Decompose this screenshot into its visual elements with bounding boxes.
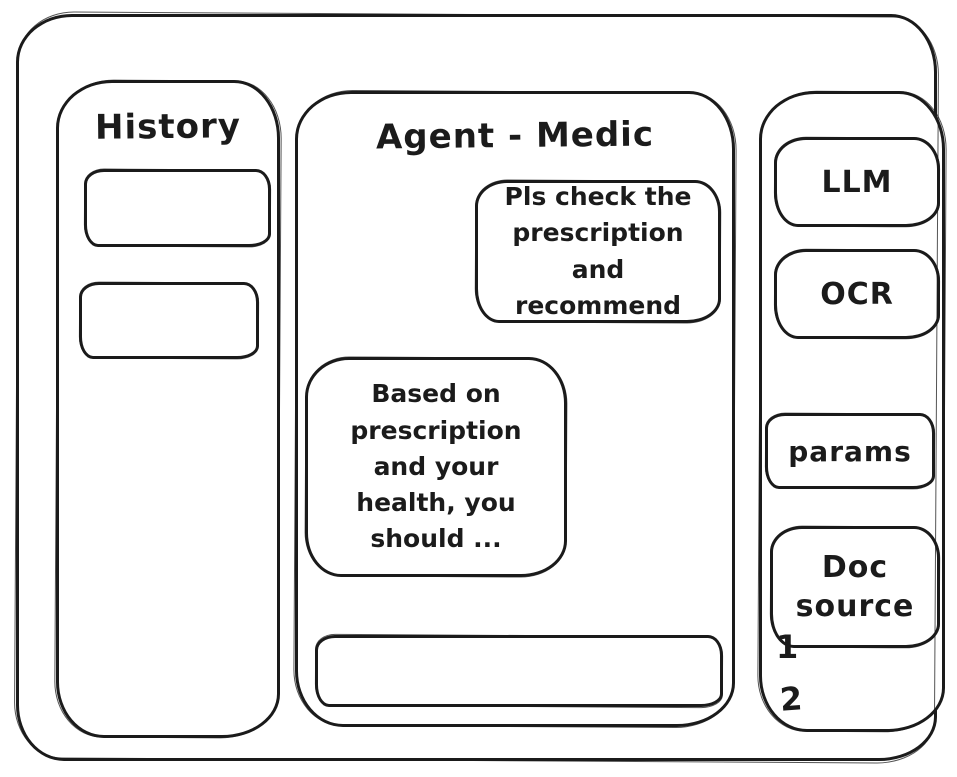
tools-panel: LLM OCR params Doc source 1 2 bbox=[759, 91, 945, 732]
history-item[interactable] bbox=[84, 169, 271, 247]
assistant-message-bubble: Based on prescription and your health, y… bbox=[305, 357, 567, 577]
llm-button[interactable]: LLM bbox=[774, 137, 940, 227]
history-item[interactable] bbox=[79, 282, 259, 359]
doc-source-item-1[interactable]: 1 bbox=[776, 628, 799, 666]
assistant-message-text: Based on prescription and your health, y… bbox=[350, 379, 522, 554]
doc-source-label: Doc source bbox=[795, 550, 915, 624]
doc-source-button[interactable]: Doc source bbox=[770, 526, 940, 648]
chat-title: Agent - Medic bbox=[375, 114, 655, 158]
app-window: History Agent - Medic Pls check the pres… bbox=[16, 14, 945, 761]
history-title: History bbox=[94, 106, 242, 148]
message-input[interactable] bbox=[315, 635, 723, 707]
user-message-text: Pls check the prescription and recommend bbox=[504, 182, 692, 320]
history-panel: History bbox=[56, 80, 280, 738]
params-button[interactable]: params bbox=[765, 413, 935, 489]
user-message-bubble: Pls check the prescription and recommend bbox=[475, 180, 721, 323]
chat-panel: Agent - Medic Pls check the prescription… bbox=[295, 91, 735, 727]
ocr-button[interactable]: OCR bbox=[774, 249, 940, 339]
doc-source-item-2[interactable]: 2 bbox=[778, 679, 804, 719]
